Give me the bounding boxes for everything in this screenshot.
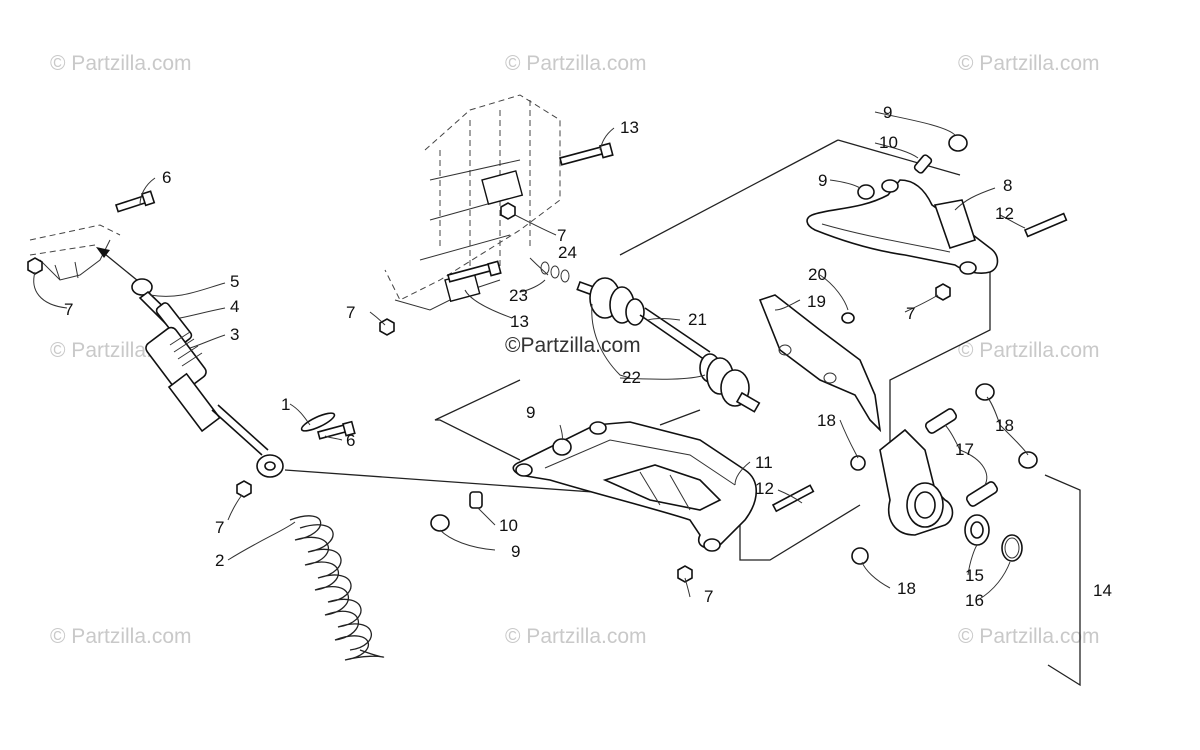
steering-knuckle xyxy=(850,383,1038,565)
lower-a-arm xyxy=(430,421,815,583)
callout-19: 19 xyxy=(807,292,826,311)
watermark-layer: © Partzilla.com © Partzilla.com © Partzi… xyxy=(50,52,1100,648)
callout-6b: 6 xyxy=(346,431,355,450)
callout-14: 14 xyxy=(1093,581,1112,600)
frame-hardware xyxy=(379,142,614,336)
callout-7e: 7 xyxy=(906,304,915,323)
callout-18b: 18 xyxy=(995,416,1014,435)
watermark: © Partzilla.com xyxy=(505,52,647,75)
left-frame-mount xyxy=(29,224,144,286)
callout-7c: 7 xyxy=(557,226,566,245)
callout-9c: 9 xyxy=(526,403,535,422)
callout-7d: 7 xyxy=(346,303,355,322)
watermark: © Partzilla.com xyxy=(958,625,1100,648)
callout-3: 3 xyxy=(230,325,239,344)
callout-23: 23 xyxy=(509,286,528,305)
callout-16: 16 xyxy=(965,591,984,610)
callout-1: 1 xyxy=(281,395,290,414)
callout-17: 17 xyxy=(955,440,974,459)
callout-8: 8 xyxy=(1003,176,1012,195)
callout-10b: 10 xyxy=(499,516,518,535)
watermark: © Partzilla.com xyxy=(958,339,1100,362)
callout-15: 15 xyxy=(965,566,984,585)
callout-12b: 12 xyxy=(755,479,774,498)
callout-13: 13 xyxy=(620,118,639,137)
callout-21: 21 xyxy=(688,310,707,329)
callout-18: 18 xyxy=(817,411,836,430)
watermark: © Partzilla.com xyxy=(50,625,192,648)
callout-7f: 7 xyxy=(704,587,713,606)
callout-2: 2 xyxy=(215,551,224,570)
callout-24: 24 xyxy=(558,243,577,262)
watermark-center: ©Partzilla.com xyxy=(505,334,641,357)
callout-10: 10 xyxy=(879,133,898,152)
left-hardware xyxy=(27,190,356,498)
callout-leaders xyxy=(33,111,1029,601)
watermark: © Partzilla.com xyxy=(50,52,192,75)
callout-11: 11 xyxy=(755,453,773,472)
callout-labels: 6 7 5 4 3 1 6 7 2 13 7 24 23 7 13 21 22 … xyxy=(64,103,1112,610)
callout-18c: 18 xyxy=(897,579,916,598)
callout-6: 6 xyxy=(162,168,171,187)
shock-absorber xyxy=(131,278,284,478)
callout-9: 9 xyxy=(883,103,892,122)
watermark: © Partzilla.com xyxy=(505,625,647,648)
callout-20: 20 xyxy=(808,265,827,284)
coil-spring xyxy=(289,515,384,661)
callout-9d: 9 xyxy=(511,542,520,561)
callout-22: 22 xyxy=(622,368,641,387)
watermark: © Partzilla.com xyxy=(958,52,1100,75)
callout-12: 12 xyxy=(995,204,1014,223)
drive-axle xyxy=(540,261,761,413)
callout-7b: 7 xyxy=(215,518,224,537)
heat-shield xyxy=(758,294,882,433)
callout-4: 4 xyxy=(230,297,239,316)
callout-13b: 13 xyxy=(510,312,529,331)
upper-a-arm xyxy=(806,134,1068,301)
callout-7: 7 xyxy=(64,300,73,319)
frame-section xyxy=(384,94,561,311)
callout-9b: 9 xyxy=(818,171,827,190)
callout-5: 5 xyxy=(230,272,239,291)
